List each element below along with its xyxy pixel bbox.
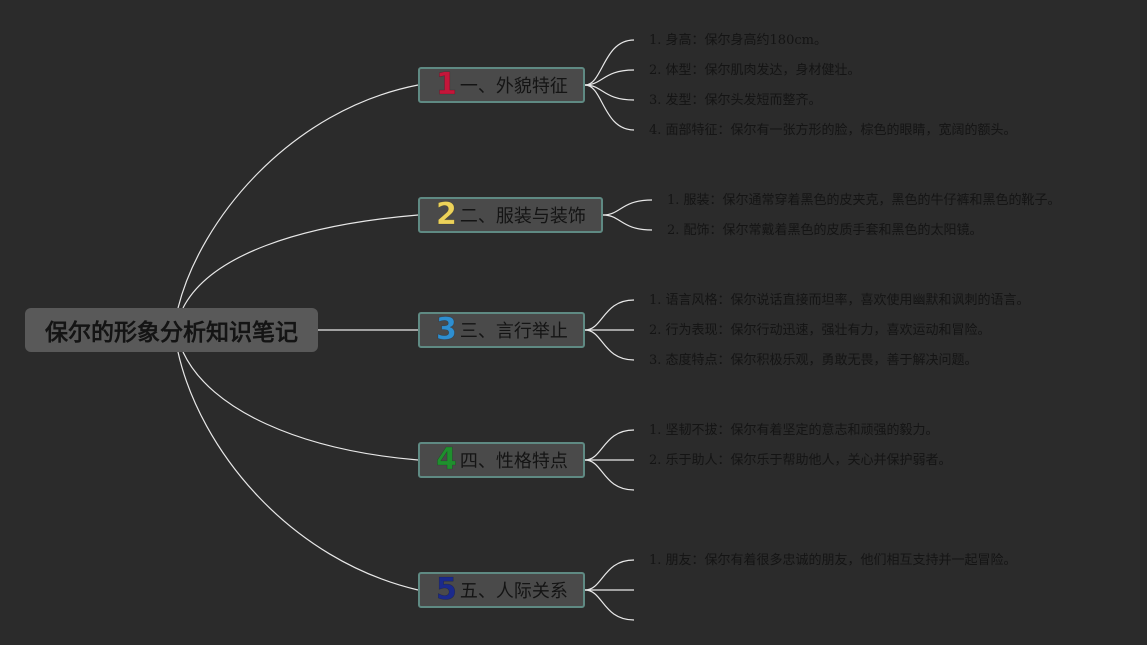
- leaf-item[interactable]: 3. 发型：保尔头发短而整齐。: [649, 93, 822, 108]
- leaf-item[interactable]: 2. 行为表现：保尔行动迅速，强壮有力，喜欢运动和冒险。: [649, 323, 991, 338]
- number-3-icon: 3: [436, 312, 457, 347]
- root-connector-5: [177, 351, 419, 591]
- leaf-connector-1-4: [584, 84, 635, 131]
- branch-topic-label: 一、外貌特征: [459, 76, 568, 97]
- leaf-connector-3-3: [584, 329, 635, 361]
- leaf-connector-2-2: [602, 214, 653, 231]
- root-topic[interactable]: 保尔的形象分析知识笔记: [25, 308, 318, 352]
- leaf-connector-1-1: [584, 39, 635, 86]
- leaf-item[interactable]: 3. 态度特点：保尔积极乐观，勇敢无畏，善于解决问题。: [649, 353, 978, 368]
- leaf-connector-1-2: [584, 69, 635, 86]
- number-1-icon: 1: [436, 67, 457, 102]
- number-5-icon: 5: [436, 572, 457, 607]
- leaf-connector-4-3: [584, 459, 635, 491]
- branch-topic-1[interactable]: 1 一、外貌特征: [418, 67, 585, 103]
- root-connector-2: [182, 214, 419, 309]
- branch-topic-label: 四、性格特点: [459, 451, 568, 472]
- branch-topic-3[interactable]: 3 三、言行举止: [418, 312, 585, 348]
- root-connector-1: [177, 84, 419, 309]
- branch-topic-label: 三、言行举止: [459, 321, 568, 342]
- leaf-item[interactable]: 1. 服装：保尔通常穿着黑色的皮夹克，黑色的牛仔裤和黑色的靴子。: [667, 193, 1061, 208]
- leaf-connector-5-1: [584, 559, 635, 591]
- leaf-item[interactable]: 2. 配饰：保尔常戴着黑色的皮质手套和黑色的太阳镜。: [667, 223, 983, 238]
- number-2-icon: 2: [436, 197, 457, 232]
- root-connector-4: [182, 351, 419, 461]
- leaf-item[interactable]: 2. 体型：保尔肌肉发达，身材健壮。: [649, 63, 861, 78]
- number-4-icon: 4: [436, 442, 457, 477]
- leaf-item[interactable]: 4. 面部特征：保尔有一张方形的脸，棕色的眼睛，宽阔的额头。: [649, 123, 1017, 138]
- leaf-connector-2-1: [602, 199, 653, 216]
- leaf-item[interactable]: 1. 身高：保尔身高约180cm。: [649, 33, 827, 48]
- branch-topic-2[interactable]: 2 二、服装与装饰: [418, 197, 603, 233]
- root-topic-label: 保尔的形象分析知识笔记: [45, 320, 298, 346]
- leaf-connector-3-1: [584, 299, 635, 331]
- leaf-connector-5-3: [584, 589, 635, 621]
- leaf-connector-4-1: [584, 429, 635, 461]
- branch-topic-5[interactable]: 5 五、人际关系: [418, 572, 585, 608]
- leaf-item[interactable]: 1. 语言风格：保尔说话直接而坦率，喜欢使用幽默和讽刺的语言。: [649, 293, 1030, 308]
- branch-topic-label: 二、服装与装饰: [459, 206, 586, 227]
- branch-topic-4[interactable]: 4 四、性格特点: [418, 442, 585, 478]
- leaf-item[interactable]: 1. 朋友：保尔有着很多忠诚的朋友，他们相互支持并一起冒险。: [649, 553, 1017, 568]
- leaf-item[interactable]: 2. 乐于助人：保尔乐于帮助他人，关心并保护弱者。: [649, 453, 952, 468]
- branch-topic-label: 五、人际关系: [459, 581, 568, 602]
- leaf-item[interactable]: 1. 坚韧不拔：保尔有着坚定的意志和顽强的毅力。: [649, 423, 939, 438]
